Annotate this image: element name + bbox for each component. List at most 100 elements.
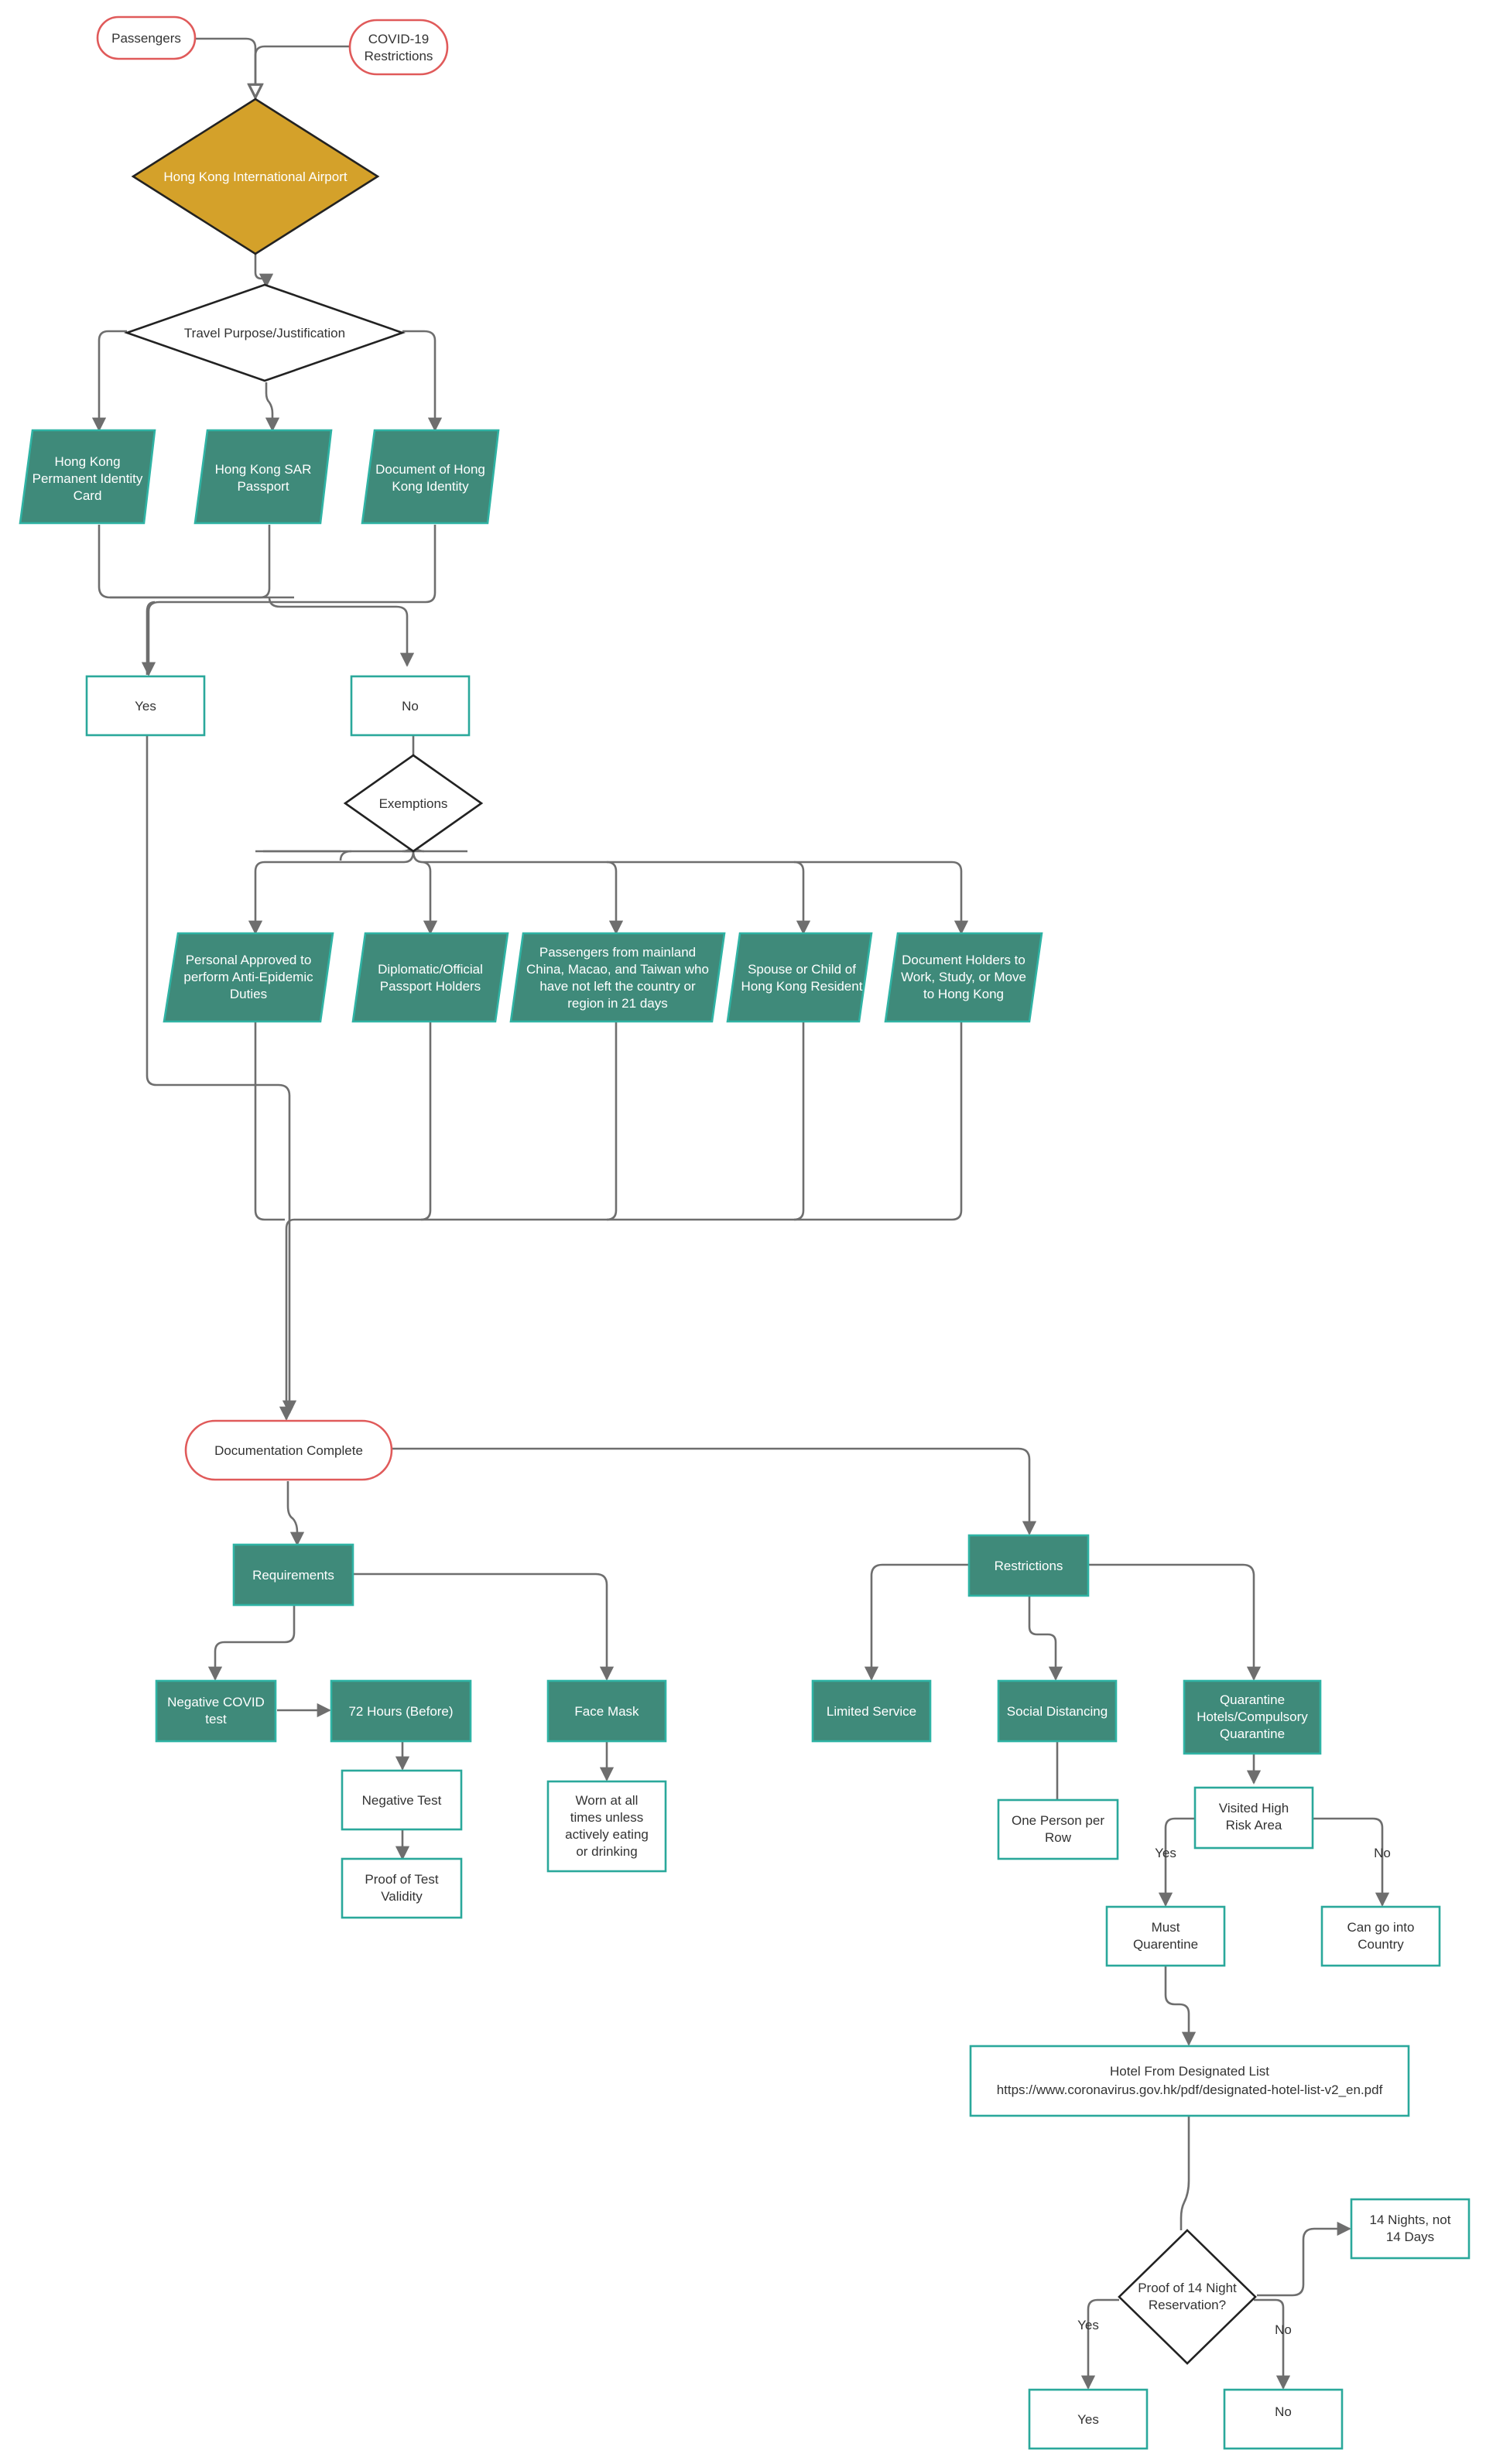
spouse-child-node: Spouse or Child of Hong Kong Resident bbox=[726, 932, 873, 1023]
face-mask-label: Face Mask bbox=[574, 1704, 639, 1719]
yes-bottom-label: Yes bbox=[1077, 2412, 1099, 2427]
proof-validity-node: Proof of Test Validity bbox=[341, 1857, 463, 1919]
travel-purpose-decision: Travel Purpose/Justification bbox=[124, 283, 406, 382]
negative-test-label: Negative Test bbox=[362, 1793, 442, 1808]
limited-service-node: Limited Service bbox=[811, 1679, 932, 1743]
risk-no-label: No bbox=[1374, 1846, 1391, 1860]
anti-epidemic-line-3: Duties bbox=[230, 987, 267, 1001]
hours72-label: 72 Hours (Before) bbox=[348, 1704, 453, 1719]
worn-node: Worn at all times unless actively eating… bbox=[546, 1780, 667, 1873]
hk-sar-passport-node: Hong Kong SAR Passport bbox=[193, 429, 333, 525]
connectors bbox=[91, 37, 1390, 2390]
anti-epidemic-line-2: perform Anti-Epidemic bbox=[183, 970, 313, 984]
hours72-node: 72 Hours (Before) bbox=[330, 1679, 472, 1743]
worn-line-4: or drinking bbox=[576, 1844, 637, 1859]
restrictions-node: Restrictions bbox=[967, 1534, 1090, 1597]
must-quarantine-node: Must Quarentine bbox=[1105, 1905, 1226, 1967]
quarantine-hotels-line-1: Quarantine bbox=[1220, 1692, 1285, 1707]
visited-high-risk-line-1: Visited High bbox=[1219, 1801, 1289, 1815]
proof-14-line-1: Proof of 14 Night bbox=[1138, 2281, 1237, 2295]
visited-high-risk-node: Visited High Risk Area bbox=[1193, 1786, 1314, 1850]
hk-id-card-line-1: Hong Kong bbox=[54, 454, 120, 469]
negative-covid-line-2: test bbox=[205, 1712, 227, 1727]
yes-bottom-node: Yes bbox=[1028, 2388, 1149, 2450]
covid-restrictions-terminator: COVID-19 Restrictions bbox=[348, 19, 449, 76]
hk-sar-passport-line-2: Passport bbox=[237, 479, 289, 494]
proof-validity-line-1: Proof of Test bbox=[365, 1872, 438, 1887]
quarantine-hotels-line-3: Quarantine bbox=[1220, 1727, 1285, 1741]
diplomatic-node: Diplomatic/Official Passport Holders bbox=[351, 932, 509, 1023]
documentation-complete-label: Documentation Complete bbox=[214, 1443, 363, 1458]
doc-hk-identity-node: Document of Hong Kong Identity bbox=[361, 429, 500, 525]
mainland-node: Passengers from mainland China, Macao, a… bbox=[509, 932, 726, 1023]
no-bottom-label: No bbox=[1275, 2404, 1292, 2419]
hkia-label: Hong Kong International Airport bbox=[163, 169, 347, 184]
mainland-line-1: Passengers from mainland bbox=[539, 945, 696, 960]
proof-yes-label: Yes bbox=[1077, 2318, 1099, 2332]
must-quarantine-line-1: Must bbox=[1152, 1920, 1180, 1935]
covid-restrictions-line-1: COVID-19 bbox=[368, 32, 429, 46]
anti-epidemic-line-1: Personal Approved to bbox=[186, 953, 312, 967]
diplomatic-line-1: Diplomatic/Official bbox=[378, 962, 483, 977]
documentation-complete-terminator: Documentation Complete bbox=[184, 1419, 393, 1481]
requirements-node: Requirements bbox=[232, 1543, 354, 1607]
must-quarantine-line-2: Quarentine bbox=[1133, 1937, 1198, 1952]
doc-hk-identity-line-2: Kong Identity bbox=[392, 479, 469, 494]
doc-holders-line-1: Document Holders to bbox=[902, 953, 1025, 967]
social-distancing-label: Social Distancing bbox=[1007, 1704, 1108, 1719]
no-bottom-node: No bbox=[1223, 2388, 1344, 2450]
hotel-list-url[interactable]: https://www.coronavirus.gov.hk/pdf/desig… bbox=[997, 2082, 1383, 2097]
anti-epidemic-node: Personal Approved to perform Anti-Epidem… bbox=[163, 932, 334, 1023]
travel-purpose-label: Travel Purpose/Justification bbox=[184, 326, 345, 341]
hk-id-card-line-2: Permanent Identity bbox=[33, 471, 143, 486]
mainland-line-2: China, Macao, and Taiwan who bbox=[526, 962, 709, 977]
hkia-decision: Hong Kong International Airport bbox=[131, 98, 380, 255]
spouse-child-line-1: Spouse or Child of bbox=[748, 962, 856, 977]
spouse-child-line-2: Hong Kong Resident bbox=[741, 979, 863, 994]
quarantine-hotels-node: Quarantine Hotels/Compulsory Quarantine bbox=[1183, 1679, 1322, 1755]
nights14-line-1: 14 Nights, not bbox=[1370, 2212, 1451, 2227]
doc-holders-line-2: Work, Study, or Move bbox=[901, 970, 1026, 984]
exemptions-label: Exemptions bbox=[379, 796, 448, 811]
negative-covid-line-1: Negative COVID bbox=[167, 1695, 265, 1709]
no-top-label: No bbox=[402, 699, 419, 714]
restrictions-label: Restrictions bbox=[995, 1559, 1063, 1573]
proof-14-line-2: Reservation? bbox=[1149, 2298, 1226, 2312]
proof-no-label: No bbox=[1275, 2322, 1292, 2337]
no-top-node: No bbox=[350, 675, 471, 737]
quarantine-hotels-line-2: Hotels/Compulsory bbox=[1197, 1709, 1308, 1724]
worn-line-2: times unless bbox=[570, 1810, 643, 1825]
one-person-line-2: Row bbox=[1045, 1830, 1072, 1845]
doc-holders-node: Document Holders to Work, Study, or Move… bbox=[884, 932, 1043, 1023]
hk-id-card-line-3: Card bbox=[74, 488, 102, 503]
diplomatic-line-2: Passport Holders bbox=[380, 979, 481, 994]
negative-test-node: Negative Test bbox=[341, 1769, 463, 1831]
nights14-node: 14 Nights, not 14 Days bbox=[1350, 2198, 1471, 2260]
mainland-line-3: have not left the country or bbox=[539, 979, 696, 994]
mainland-line-4: region in 21 days bbox=[567, 996, 667, 1011]
yes-top-node: Yes bbox=[85, 675, 206, 737]
hk-id-card-node: Hong Kong Permanent Identity Card bbox=[19, 429, 156, 525]
passengers-label: Passengers bbox=[111, 31, 181, 46]
exemptions-decision: Exemptions bbox=[343, 754, 484, 853]
proof-14-decision: Proof of 14 Night Reservation? bbox=[1118, 2229, 1257, 2365]
worn-line-1: Worn at all bbox=[576, 1793, 639, 1808]
visited-high-risk-line-2: Risk Area bbox=[1226, 1818, 1282, 1833]
worn-line-3: actively eating bbox=[565, 1827, 649, 1842]
proof-validity-line-2: Validity bbox=[381, 1889, 423, 1904]
limited-service-label: Limited Service bbox=[827, 1704, 916, 1719]
nights14-line-2: 14 Days bbox=[1386, 2230, 1434, 2244]
can-go-line-2: Country bbox=[1358, 1937, 1404, 1952]
one-person-node: One Person per Row bbox=[997, 1798, 1119, 1860]
doc-hk-identity-line-1: Document of Hong bbox=[375, 462, 485, 477]
can-go-node: Can go into Country bbox=[1320, 1905, 1441, 1967]
social-distancing-node: Social Distancing bbox=[997, 1679, 1118, 1743]
one-person-line-1: One Person per bbox=[1012, 1813, 1104, 1828]
face-mask-node: Face Mask bbox=[546, 1679, 667, 1743]
passengers-terminator: Passengers bbox=[96, 15, 197, 60]
covid-restrictions-line-2: Restrictions bbox=[365, 49, 433, 63]
requirements-label: Requirements bbox=[252, 1568, 334, 1583]
hotel-list-title: Hotel From Designated List bbox=[1110, 2064, 1269, 2079]
yes-top-label: Yes bbox=[135, 699, 156, 714]
